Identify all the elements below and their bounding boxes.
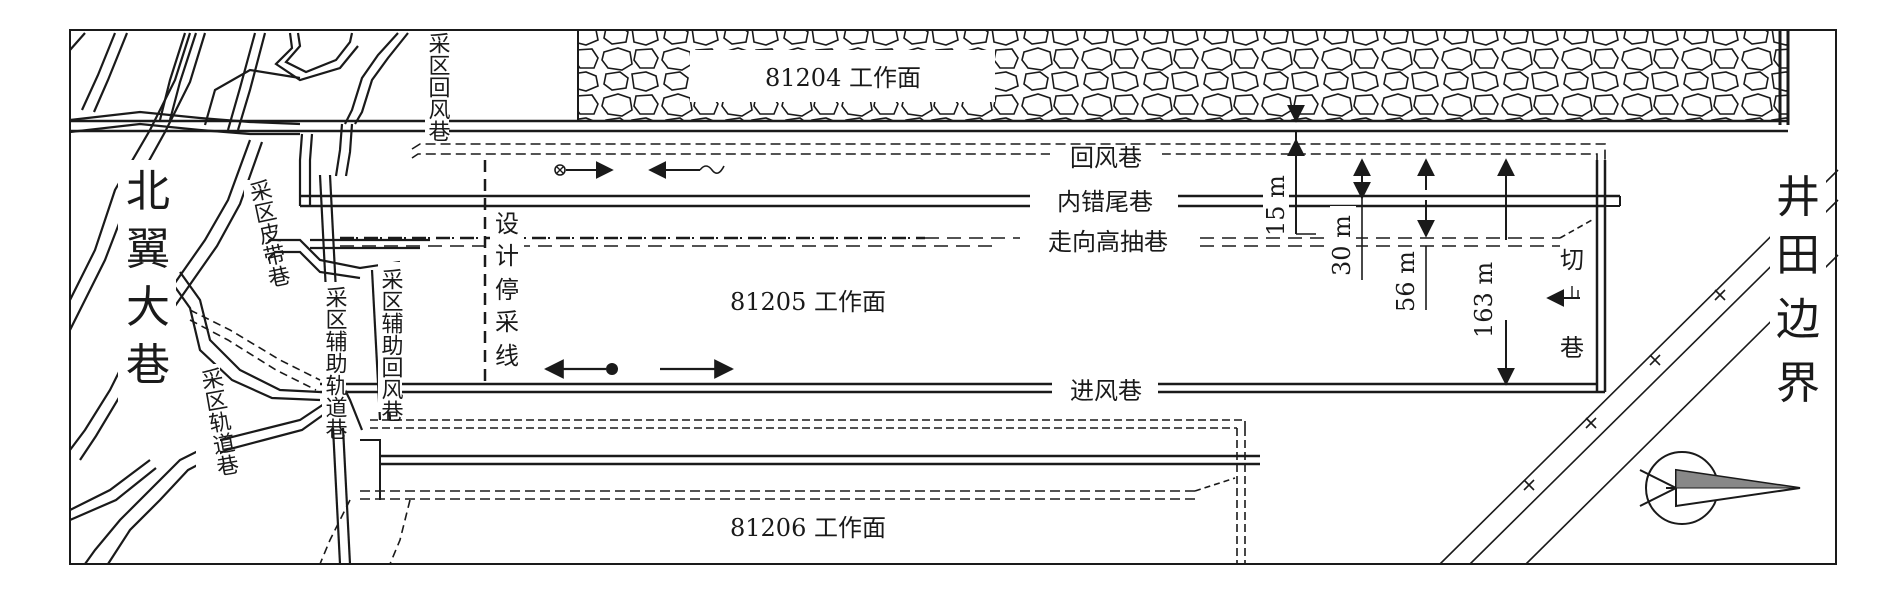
jingtian-char-3: 边 [1776, 294, 1820, 345]
beiyi-char-1: 北 [126, 166, 170, 217]
stop-char-1: 设 [495, 210, 519, 238]
jingtian-char-4: 界 [1776, 358, 1820, 409]
stop-char-2: 计 [495, 242, 519, 270]
beiyi-char-3: 大 [126, 282, 170, 333]
district-aux-track-roadway-label: 采区辅助轨道巷 [322, 286, 348, 440]
stop-char-5: 线 [495, 342, 519, 370]
district-aux-return-roadway-label: 采区辅助回风巷 [378, 268, 404, 422]
panel-81206-label: 81206 工作面 [730, 514, 886, 542]
inner-anchor-tail-roadway [300, 194, 1621, 208]
jingtian-char-1: 井 [1776, 172, 1820, 223]
return-air-roadway-label: 回风巷 [1070, 144, 1142, 172]
cut-roadway-arrow [1546, 286, 1580, 307]
high-drainage-roadway-label: 走向高抽巷 [1048, 228, 1168, 256]
return-airflow-arrows [554, 161, 725, 179]
north-wing-main-roadway-label: 北 翼 大 巷 [118, 160, 176, 420]
stop-char-3: 停 [495, 276, 519, 304]
figure-frame [69, 29, 1837, 565]
beiyi-char-2: 翼 [126, 224, 170, 275]
intake-air-roadway-label: 进风巷 [1070, 377, 1142, 405]
district-return-air-roadway-label: 采区回风巷 [425, 32, 451, 142]
intake-air-roadway [320, 382, 1605, 394]
panel-81204-goaf [577, 31, 1790, 125]
inner-anchor-tail-roadway-label: 内错尾巷 [1057, 188, 1153, 216]
cut-roadway-label: 切 巷 [1560, 246, 1584, 362]
return-air-roadway [411, 143, 1606, 160]
cut-char-1: 切 [1560, 246, 1584, 274]
dimension-163m-label: 163 m [1470, 262, 1498, 338]
mine-field-boundary-label: 井 田 边 界 [1770, 170, 1826, 410]
beiyi-char-4: 巷 [126, 340, 170, 391]
panel-81205-cut-roadway [1595, 160, 1620, 392]
dimension-30m-label: 30 m [1328, 215, 1356, 276]
north-arrow-icon [1639, 451, 1801, 525]
stop-char-4: 采 [495, 308, 519, 336]
dimension-15m [1287, 104, 1316, 235]
design-stop-line-label: 设 计 停 采 线 [490, 208, 524, 378]
panel-81204-label: 81204 工作面 [765, 64, 921, 92]
panel-81205-label: 81205 工作面 [730, 288, 886, 316]
high-drainage-roadway [340, 219, 1593, 247]
intake-airflow-arrows [544, 359, 734, 379]
dimension-56m-label: 56 m [1392, 251, 1420, 312]
jingtian-char-2: 田 [1776, 230, 1820, 281]
panel-81206-roadways [360, 419, 1260, 564]
cut-char-2: 巷 [1560, 334, 1584, 362]
dimension-15m-label: 15 m [1262, 175, 1290, 236]
roadway-81204-lower-edge [70, 119, 1788, 133]
